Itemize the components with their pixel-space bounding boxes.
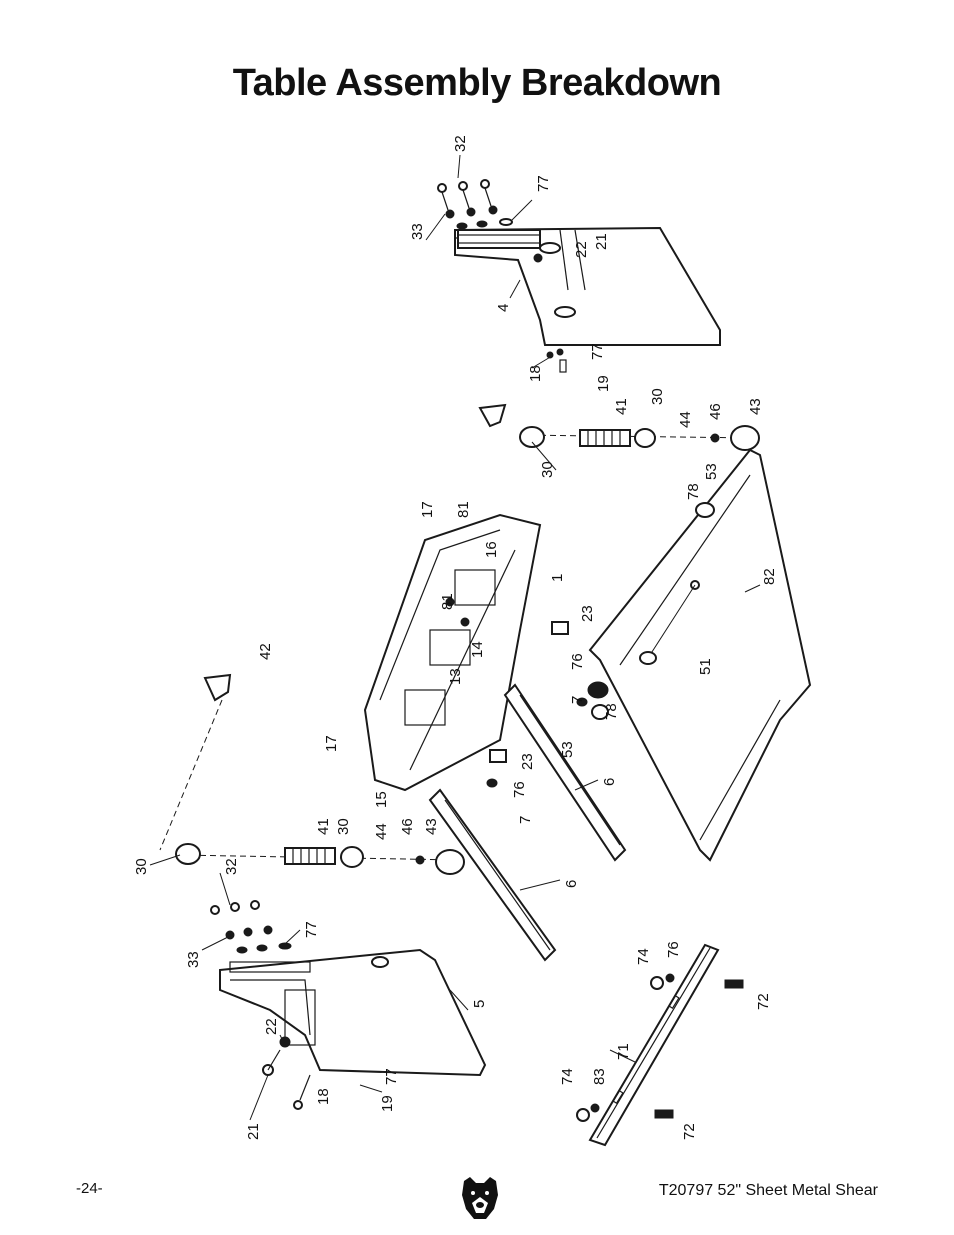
part-label: 22	[263, 1018, 280, 1035]
part-label: 18	[527, 365, 544, 382]
part-label: 51	[697, 658, 714, 675]
part-label: 76	[511, 781, 528, 798]
page-title: Table Assembly Breakdown	[232, 62, 722, 104]
part-label: 13	[447, 668, 464, 685]
part-label: 1	[549, 574, 566, 582]
part-label: 77	[383, 1068, 400, 1085]
part-label: 32	[223, 858, 240, 875]
part-label: 22	[573, 241, 590, 258]
part-label: 78	[685, 483, 702, 500]
part-label: 72	[681, 1123, 698, 1140]
part-label: 53	[559, 741, 576, 758]
part-label: 7	[517, 816, 534, 824]
part-label: 30	[649, 388, 666, 405]
part-label: 82	[761, 568, 778, 585]
upper-bolts-group	[437, 179, 513, 230]
grizzly-bear-icon	[462, 1177, 498, 1219]
side-rails	[428, 621, 627, 962]
part-label: 19	[595, 375, 612, 392]
part-label: 74	[559, 1068, 576, 1085]
part-label: 5	[471, 1000, 488, 1008]
part-label: 46	[707, 403, 724, 420]
leader-lines	[149, 154, 761, 1121]
part-label: 76	[569, 653, 586, 670]
part-label: 74	[635, 948, 652, 965]
part-label: 23	[519, 753, 536, 770]
part-label: 30	[335, 818, 352, 835]
part-label: 21	[593, 233, 610, 250]
part-label: 78	[603, 703, 620, 720]
right-table-extension	[454, 226, 721, 373]
part-label: 33	[185, 951, 202, 968]
part-label: 43	[423, 818, 440, 835]
part-label: 6	[563, 880, 580, 888]
part-label: 17	[323, 735, 340, 752]
main-table-body	[363, 513, 542, 792]
part-label: 41	[613, 398, 630, 415]
part-label: 81	[455, 501, 472, 518]
part-label: 18	[315, 1088, 332, 1105]
part-label: 76	[665, 941, 682, 958]
part-labels: 32 77 33 21 22 4 77 18 19 41 30 44 46 43…	[133, 135, 778, 1140]
part-label: 42	[257, 643, 274, 660]
part-label: 33	[409, 223, 426, 240]
part-label: 77	[303, 921, 320, 938]
part-label: 44	[373, 823, 390, 840]
part-label: 72	[755, 993, 772, 1010]
part-label: 77	[589, 343, 606, 360]
part-label: 16	[483, 541, 500, 558]
stop-bar	[576, 943, 744, 1147]
part-label: 30	[539, 461, 556, 478]
model-name: T20797 52" Sheet Metal Shear	[658, 1182, 878, 1199]
parts-breakdown-diagram: 32 77 33 21 22 4 77 18 19 41 30 44 46 43…	[120, 130, 840, 1170]
part-label: 14	[469, 641, 486, 658]
part-label: 43	[747, 398, 764, 415]
upper-spring-assembly	[478, 403, 761, 451]
part-label: 46	[399, 818, 416, 835]
part-label: 71	[615, 1043, 632, 1060]
part-label: 7	[569, 696, 586, 704]
part-label: 6	[601, 778, 618, 786]
part-label: 83	[591, 1068, 608, 1085]
part-label: 41	[315, 818, 332, 835]
part-label: 77	[535, 175, 552, 192]
part-label: 32	[452, 135, 469, 152]
part-label: 19	[379, 1095, 396, 1112]
page-number: -24-	[76, 1180, 103, 1197]
part-label: 15	[373, 791, 390, 808]
stand-frame	[587, 448, 812, 862]
part-label: 23	[579, 605, 596, 622]
lower-spring-assembly	[159, 673, 465, 875]
part-label: 81	[439, 593, 456, 610]
left-table-extension	[219, 948, 487, 1077]
part-label: 17	[419, 501, 436, 518]
part-label: 30	[133, 858, 150, 875]
part-label: 4	[495, 304, 512, 312]
part-label: 44	[677, 411, 694, 428]
part-label: 21	[245, 1123, 262, 1140]
part-label: 53	[703, 463, 720, 480]
